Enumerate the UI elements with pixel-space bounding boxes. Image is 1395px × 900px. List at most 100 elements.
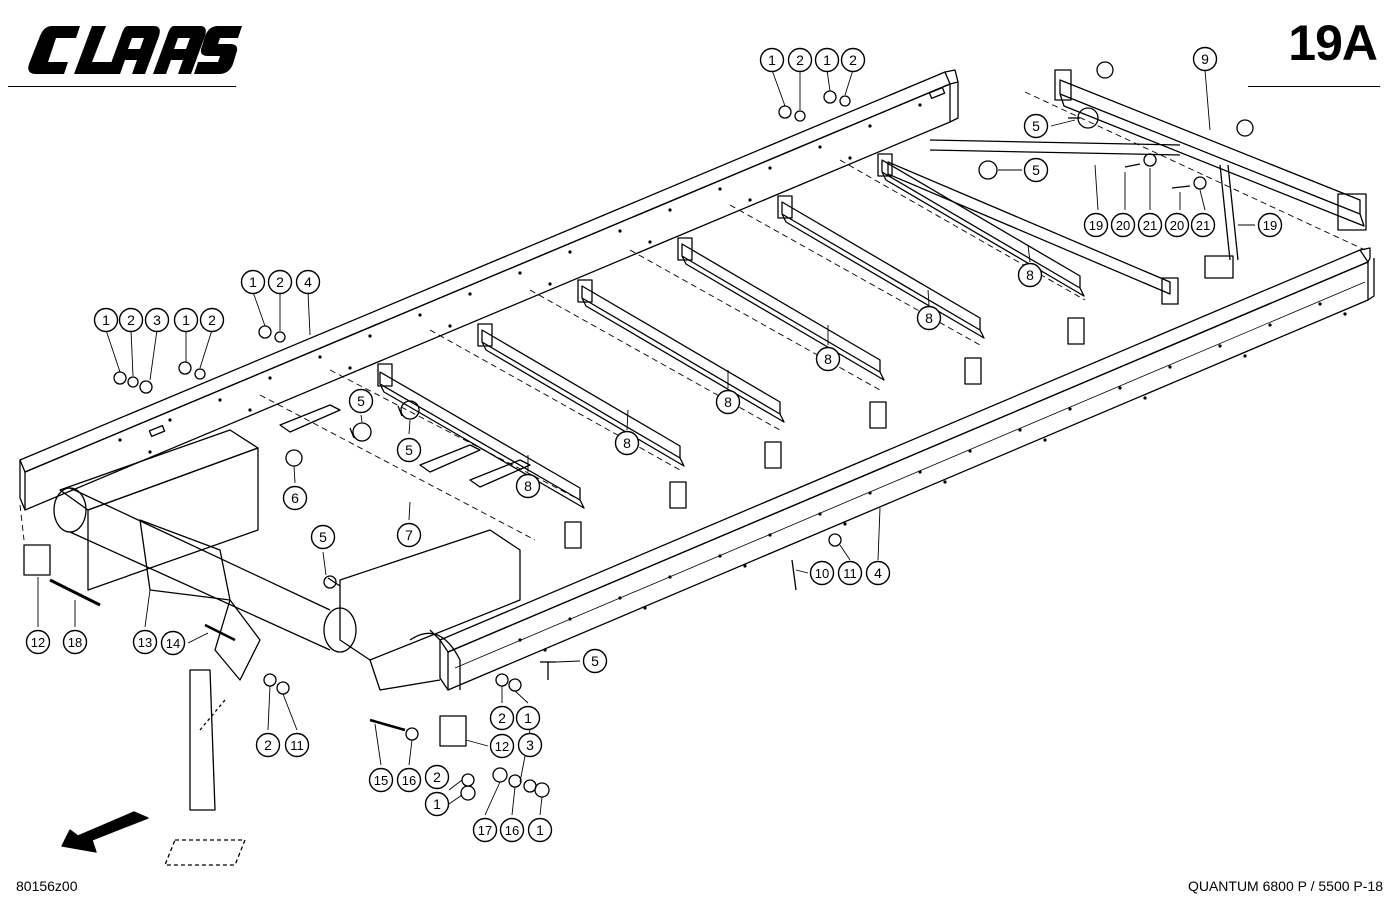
callout-19: 19: [1083, 212, 1109, 238]
callout-21: 21: [1190, 212, 1216, 238]
callout-circle: [160, 630, 186, 656]
callout-18: 18: [62, 629, 88, 655]
callout-label: 16: [402, 773, 416, 788]
callout-circle: [517, 732, 543, 758]
hardware: [113, 90, 1255, 801]
frame-linework: [19, 61, 1375, 866]
callout-21: 21: [1137, 212, 1163, 238]
callout-circle: [809, 560, 835, 586]
cross-member-4: [677, 237, 887, 429]
callout-label: 20: [1170, 218, 1184, 233]
callout-label: 1: [524, 710, 532, 726]
callout-label: 2: [849, 52, 857, 68]
callout-circle: [515, 473, 541, 499]
callout-circle: [424, 764, 450, 790]
callout-circle: [267, 269, 293, 295]
callout-15: 15: [368, 767, 394, 793]
callout-label: 20: [1116, 218, 1130, 233]
callout-label: 5: [1032, 162, 1040, 178]
callout-label: 3: [526, 737, 534, 753]
callout-7: 7: [396, 522, 422, 548]
callout-5: 5: [1023, 157, 1049, 183]
callout-circle: [837, 560, 863, 586]
callout-circle: [118, 307, 144, 333]
right-longitudinal-rail: [439, 247, 1375, 691]
callout-label: 2: [208, 312, 216, 328]
callout-circle: [1164, 212, 1190, 238]
callout-circle: [93, 307, 119, 333]
callout-circle: [759, 47, 785, 73]
callout-circle: [348, 388, 374, 414]
cross-member-2: [477, 323, 687, 509]
callout-label: 8: [1026, 267, 1034, 283]
drawing-number: 80156z00: [16, 878, 78, 894]
callout-12: 12: [25, 629, 51, 655]
callout-8: 8: [715, 389, 741, 415]
cross-member-3: [577, 279, 785, 469]
callout-label: 1: [249, 274, 257, 290]
callout-circle: [1083, 212, 1109, 238]
callout-circle: [282, 485, 308, 511]
callout-label: 4: [304, 274, 312, 290]
callout-circle: [815, 346, 841, 372]
callout-label: 1: [182, 312, 190, 328]
callout-13: 13: [132, 629, 158, 655]
callout-circle: [614, 430, 640, 456]
callout-label: 21: [1143, 218, 1157, 233]
callout-20: 20: [1164, 212, 1190, 238]
model-designation: QUANTUM 6800 P / 5500 P-18: [1187, 878, 1383, 894]
callout-2: 2: [199, 307, 225, 333]
callout-label: 17: [478, 823, 492, 838]
callout-label: 1: [536, 822, 544, 838]
callout-11: 11: [284, 732, 310, 758]
callout-label: 8: [524, 478, 532, 494]
drawbar-assembly: [23, 404, 531, 866]
callout-4: 4: [865, 560, 891, 586]
callout-2: 2: [118, 307, 144, 333]
callout-1: 1: [515, 705, 541, 731]
callout-2: 2: [787, 47, 813, 73]
callout-label: 1: [433, 796, 441, 812]
callout-circle: [1023, 157, 1049, 183]
callout-8: 8: [515, 473, 541, 499]
callout-1: 1: [93, 307, 119, 333]
callout-circle: [368, 767, 394, 793]
callout-circle: [295, 269, 321, 295]
callout-circle: [1137, 212, 1163, 238]
callout-circle: [814, 47, 840, 73]
callout-circle: [527, 817, 553, 843]
callout-2: 2: [840, 47, 866, 73]
callout-circle: [489, 733, 515, 759]
callout-label: 11: [290, 738, 304, 753]
callout-label: 12: [31, 635, 45, 650]
callout-circle: [515, 705, 541, 731]
callout-circle: [424, 791, 450, 817]
callout-circle: [489, 705, 515, 731]
callout-circle: [472, 817, 498, 843]
page-number: 19A: [1288, 15, 1378, 71]
callout-label: 18: [68, 635, 82, 650]
callout-label: 2: [433, 769, 441, 785]
callout-circle: [240, 269, 266, 295]
callout-label: 6: [291, 490, 299, 506]
callout-9: 9: [1192, 46, 1218, 72]
callout-10: 10: [809, 560, 835, 586]
callout-circle: [396, 767, 422, 793]
claas-logo: [28, 26, 242, 74]
assembly-guide-lines: [19, 91, 1366, 541]
callout-circle: [1110, 212, 1136, 238]
callout-5: 5: [348, 388, 374, 414]
callout-8: 8: [815, 346, 841, 372]
callout-label: 5: [357, 393, 365, 409]
callout-label: 2: [276, 274, 284, 290]
cross-member-6: [877, 153, 1085, 345]
callout-circle: [715, 389, 741, 415]
callout-label: 19: [1263, 218, 1277, 233]
callout-label: 13: [138, 635, 152, 650]
callout-label: 21: [1196, 218, 1210, 233]
callout-label: 9: [1201, 51, 1209, 67]
callout-label: 8: [824, 351, 832, 367]
callout-12: 12: [489, 733, 515, 759]
